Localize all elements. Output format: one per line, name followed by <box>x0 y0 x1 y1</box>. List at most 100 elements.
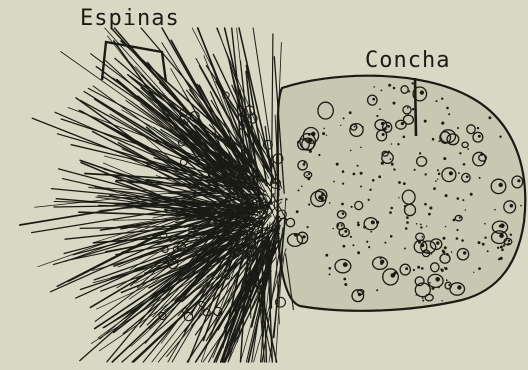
stipple-dot <box>393 102 396 105</box>
stipple-dot <box>435 180 437 182</box>
stipple-dot <box>381 90 383 92</box>
stipple-dot <box>436 100 438 102</box>
stipple-dot <box>457 197 460 200</box>
stipple-dot <box>307 177 310 180</box>
stipple-dot <box>484 161 486 163</box>
stipple-dot <box>438 173 441 176</box>
tubercle-center <box>344 230 347 233</box>
stipple-dot <box>441 269 444 272</box>
stipple-dot <box>397 143 399 145</box>
stipple-dot <box>318 154 320 156</box>
stipple-dot <box>431 253 433 255</box>
stipple-dot <box>480 153 483 156</box>
spine <box>262 220 263 336</box>
stipple-dot <box>487 250 489 252</box>
tubercle-center <box>342 212 345 215</box>
tubercle-center <box>478 135 481 138</box>
tubercle-center <box>387 125 390 128</box>
tubercle-center <box>510 204 514 208</box>
stipple-dot <box>437 169 439 171</box>
stipple-dot <box>341 203 344 206</box>
stipple-dot <box>422 300 424 302</box>
stipple-dot <box>340 125 341 126</box>
stipple-dot <box>308 133 311 136</box>
shell-body <box>278 76 526 311</box>
stipple-dot <box>376 115 378 117</box>
stipple-dot <box>433 187 436 190</box>
stipple-dot <box>462 199 464 201</box>
tubercle-center <box>459 216 461 218</box>
stipple-dot <box>446 253 449 256</box>
stipple-dot <box>443 237 446 240</box>
tubercle-center <box>508 240 510 242</box>
stipple-dot <box>404 248 406 250</box>
stipple-dot <box>368 199 370 201</box>
stipple-dot <box>420 226 422 228</box>
stipple-dot <box>441 300 442 301</box>
stipple-dot <box>465 209 466 210</box>
stipple-dot <box>325 254 328 257</box>
stipple-dot <box>441 98 443 100</box>
stipple-dot <box>301 186 303 188</box>
stipple-dot <box>494 209 496 211</box>
stipple-dot <box>398 197 399 198</box>
stipple-dot <box>501 249 504 252</box>
stipple-dot <box>388 84 391 87</box>
tubercle-center <box>341 224 343 226</box>
stipple-dot <box>368 246 370 248</box>
stipple-dot <box>422 297 424 299</box>
stipple-dot <box>416 223 418 225</box>
stipple-dot <box>369 189 371 191</box>
stipple-dot <box>309 150 312 153</box>
stipple-dot <box>498 258 500 260</box>
stipple-dot <box>459 152 461 154</box>
stipple-dot <box>343 278 346 281</box>
stipple-dot <box>390 235 393 238</box>
tubercle-center <box>449 171 453 175</box>
stipple-dot <box>353 173 356 176</box>
stipple-dot <box>332 228 334 230</box>
stipple-dot <box>344 283 347 286</box>
tubercle-center <box>420 91 424 95</box>
stipple-dot <box>322 132 325 135</box>
tubercle-center <box>448 284 450 286</box>
tubercle-center <box>343 262 348 267</box>
stipple-dot <box>384 242 386 244</box>
stipple-dot <box>357 251 360 254</box>
stipple-dot <box>467 148 469 150</box>
stipple-dot <box>297 141 299 143</box>
label-concha: Concha <box>365 50 450 72</box>
stipple-dot <box>448 113 450 115</box>
stipple-dot <box>414 169 416 171</box>
tubercle-center <box>499 183 503 187</box>
stipple-dot <box>381 162 384 165</box>
stipple-dot <box>438 140 440 142</box>
stipple-dot <box>477 127 479 129</box>
stipple-dot <box>463 163 466 166</box>
stipple-dot <box>380 257 382 259</box>
stipple-dot <box>357 222 359 224</box>
stipple-dot <box>482 243 485 246</box>
tubercle-center <box>401 122 404 125</box>
stipple-dot <box>437 179 438 180</box>
stipple-dot <box>417 266 420 269</box>
stipple-dot <box>420 224 422 226</box>
stipple-dot <box>428 213 431 216</box>
stipple-dot <box>418 241 421 244</box>
stipple-dot <box>298 146 299 147</box>
stipple-dot <box>357 224 360 227</box>
stipple-dot <box>296 210 299 213</box>
stipple-dot <box>431 247 433 249</box>
stipple-dot <box>372 179 375 182</box>
stipple-dot <box>425 173 427 175</box>
stipple-dot <box>473 272 474 273</box>
stipple-dot <box>432 138 435 141</box>
tubercle-center <box>405 267 408 270</box>
stipple-dot <box>294 233 297 236</box>
label-espinas: Espinas <box>80 8 180 30</box>
stipple-dot <box>350 236 352 238</box>
tubercle-center <box>302 235 305 238</box>
stipple-dot <box>376 221 379 224</box>
stipple-dot <box>406 216 409 219</box>
